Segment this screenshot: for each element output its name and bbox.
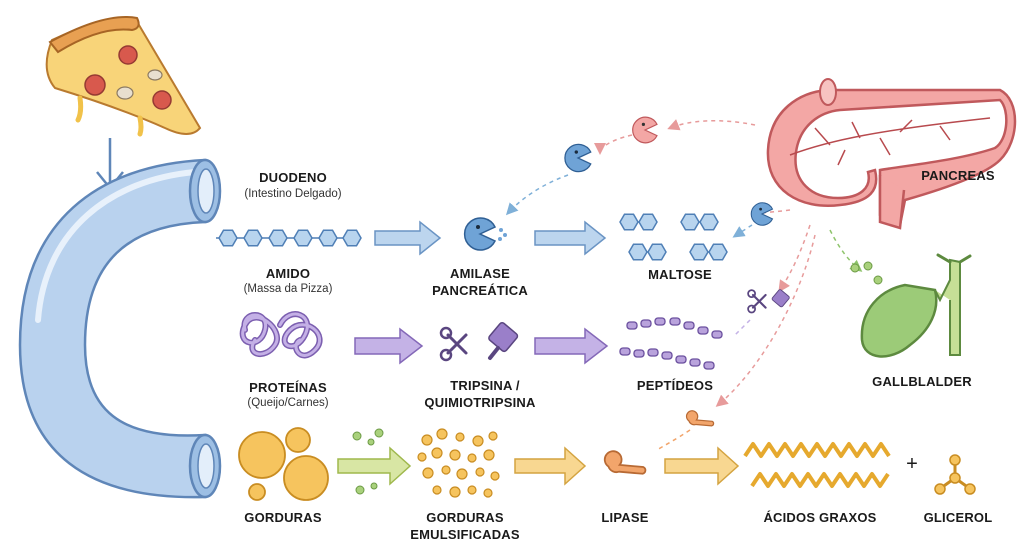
- enzyme-paths: [505, 119, 863, 451]
- fat-droplets-icon: [238, 427, 329, 501]
- maltose-label: MALTOSE: [648, 267, 712, 282]
- arrow-right-icon: [337, 446, 412, 486]
- fatty-acids-icon: [743, 442, 891, 488]
- maltose-icon: [619, 213, 728, 261]
- bile-droplets-icon: [352, 428, 384, 495]
- arrow-right-icon: [664, 446, 740, 486]
- arrow-right-icon: [534, 220, 607, 256]
- emulsified-fat-icon: [417, 428, 500, 498]
- peptideos-label: PEPTÍDEOS: [636, 378, 714, 393]
- tripsina-label-2: QUIMIOTRIPSINA: [424, 395, 536, 410]
- duodenum-tube: [18, 158, 222, 499]
- peptide-chains-icon: [619, 317, 723, 370]
- gorduras-label: GORDURAS: [244, 510, 322, 525]
- arrow-right-icon: [374, 220, 442, 256]
- pizza-slice-icon: [45, 16, 202, 137]
- amilase-label-2: PANCREÁTICA: [432, 283, 528, 298]
- protein-tangle-icon: [239, 311, 323, 359]
- lipase-wrench-icon: [600, 440, 648, 490]
- glicerol-label: GLICEROL: [923, 510, 993, 525]
- gallbladder-label: GALLBLALDER: [872, 374, 972, 389]
- amido-label: AMIDO: [265, 266, 311, 281]
- tripsina-label-1: TRIPSINA /: [450, 378, 520, 393]
- arrow-right-icon: [534, 327, 609, 365]
- arrow-right-icon: [514, 446, 587, 486]
- proteinas-label: PROTEÍNAS: [249, 380, 327, 395]
- emulsified-label-2: EMULSIFICADAS: [410, 527, 520, 542]
- acidos-graxos-label: ÁCIDOS GRAXOS: [763, 510, 877, 525]
- lipase-label: LIPASE: [601, 510, 649, 525]
- gallbladder-icon: [860, 253, 972, 358]
- cleaver-icon: [488, 322, 519, 360]
- duodeno-label: DUODENO: [259, 170, 327, 185]
- amido-sub-label: (Massa da Pizza): [243, 283, 333, 295]
- glycerol-icon: [934, 454, 976, 495]
- amilase-label-1: AMILASE: [450, 266, 510, 281]
- arrow-right-icon: [354, 327, 424, 365]
- pancreas-label: PANCREAS: [921, 168, 995, 183]
- enzyme-icons: [564, 116, 883, 437]
- duodeno-sub-label: (Intestino Delgado): [244, 188, 342, 200]
- starch-chain-icon: [216, 229, 362, 247]
- amylase-pacman-icon: [463, 217, 507, 251]
- proteinas-sub-label: (Queijo/Carnes): [247, 397, 329, 409]
- plus-sign: +: [906, 453, 918, 475]
- scissors-icon: [439, 326, 468, 362]
- pancreas-icon: [766, 78, 1017, 230]
- emulsified-label-1: GORDURAS: [426, 510, 504, 525]
